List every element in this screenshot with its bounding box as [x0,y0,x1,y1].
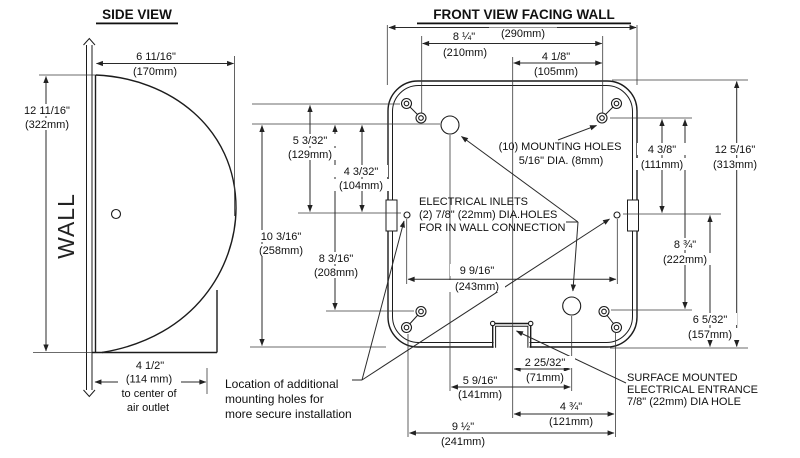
dim-157-in: 6 5/32" [693,314,728,326]
front-view: FRONT VIEW FACING WALL (290mm) 8 ¼" (210… [225,7,764,448]
dim-outlet-note1: to center of [121,388,177,400]
side-view: SIDE VIEW WALL 6 11/16" (170mm) 12 11/16… [19,7,237,414]
dim-141-in: 5 9/16" [463,375,498,387]
dim-210-in: 8 ¼" [453,31,475,43]
additional-note-2: mounting holes for [225,392,324,406]
inlets-note-3: FOR IN WALL CONNECTION [419,222,566,234]
electrical-inlet-hole-top [440,115,460,135]
dim-208-mm: (208mm) [314,267,358,279]
dim-141-mm: (141mm) [458,389,502,401]
dim-111-mm: (111mm) [641,159,683,171]
side-fastener-hole [110,208,122,220]
dim-313-mm: (313mm) [713,159,757,171]
bottom-notch [492,322,532,348]
surface-note-2: ELECTRICAL ENTRANCE [627,384,758,396]
wall-break-top [83,37,96,46]
dim-height-in: 12 11/16" [24,105,70,117]
mounting-holes [400,97,623,334]
dim-105-in: 4 1/8" [542,51,570,63]
additional-note-1: Location of additional [225,377,338,391]
dim-241-mm: (241mm) [441,436,485,448]
dim-157-mm: (157mm) [688,329,732,341]
additional-holes-leader-right [361,218,610,381]
dim-depth-mm: (170mm) [133,66,177,78]
dim-104-in: 4 3/32" [344,166,379,178]
front-view-title-underline [417,22,631,25]
dim-121-in: 4 ¾" [560,401,582,413]
dim-243-in: 9 9/16" [460,265,495,277]
mounting-holes-leader [557,125,598,141]
inlet-leader-top [461,136,579,223]
inlets-note-1: ELECTRICAL INLETS [419,196,528,208]
dim-105-mm: (105mm) [534,66,578,78]
side-view-title: SIDE VIEW [102,7,172,22]
dim-71-in: 2 25/32" [525,357,566,369]
dim-210-mm: (210mm) [443,47,487,59]
dim-outlet-in: 4 1/2" [136,360,164,372]
dim-290-mm: (290mm) [501,28,545,40]
wall-break-bottom [83,389,96,398]
side-view-title-underline [96,22,178,25]
front-view-title: FRONT VIEW FACING WALL [433,7,615,22]
dim-243-mm: (243mm) [455,281,499,293]
dim-104-mm: (104mm) [339,180,383,192]
bottom-notch-inner [495,325,529,348]
dim-241-in: 9 ½" [452,421,474,433]
dim-222-in: 8 ¾" [674,239,696,251]
mounting-holes-note-2: 5/16" DIA. (8mm) [519,155,604,167]
surface-note-1: SURFACE MOUNTED [627,372,738,384]
dryer-profile-curve [95,74,237,354]
dim-208-in: 8 3/16" [319,253,354,265]
inlet-leader-bottom [570,221,579,292]
dim-121-mm: (121mm) [549,416,593,428]
dim-outlet-mm: (114 mm) [126,374,172,386]
dim-129-in: 5 3/32" [293,135,328,147]
dim-depth-in: 6 11/16" [136,51,176,63]
left-knockout [385,199,398,232]
dim-71-mm: (71mm) [526,372,564,384]
additional-hole-right [613,211,621,219]
surface-note-3: 7/8" (22mm) DIA HOLE [627,396,741,408]
dim-313-in: 12 5/16" [715,144,756,156]
dim-258-mm: (258mm) [259,245,303,257]
electrical-inlet-hole-bottom [562,296,582,316]
inlets-note-2: (2) 7/8" (22mm) DIA.HOLES [419,209,557,221]
dim-height-mm: (322mm) [25,119,69,131]
mounting-holes-note-1: (10) MOUNTING HOLES [499,141,622,153]
right-knockout [627,199,639,232]
additional-hole-left [403,211,411,219]
wall-label: WALL [53,193,79,259]
dim-129-mm: (129mm) [288,149,332,161]
dim-outlet-note2: air outlet [127,402,169,414]
dim-111-in: 4 3/8" [648,144,676,156]
additional-note-3: more secure installation [225,407,352,421]
dim-222-mm: (222mm) [663,254,707,266]
additional-holes-leader-left [361,220,405,381]
dim-258-in: 10 3/16" [261,231,302,243]
